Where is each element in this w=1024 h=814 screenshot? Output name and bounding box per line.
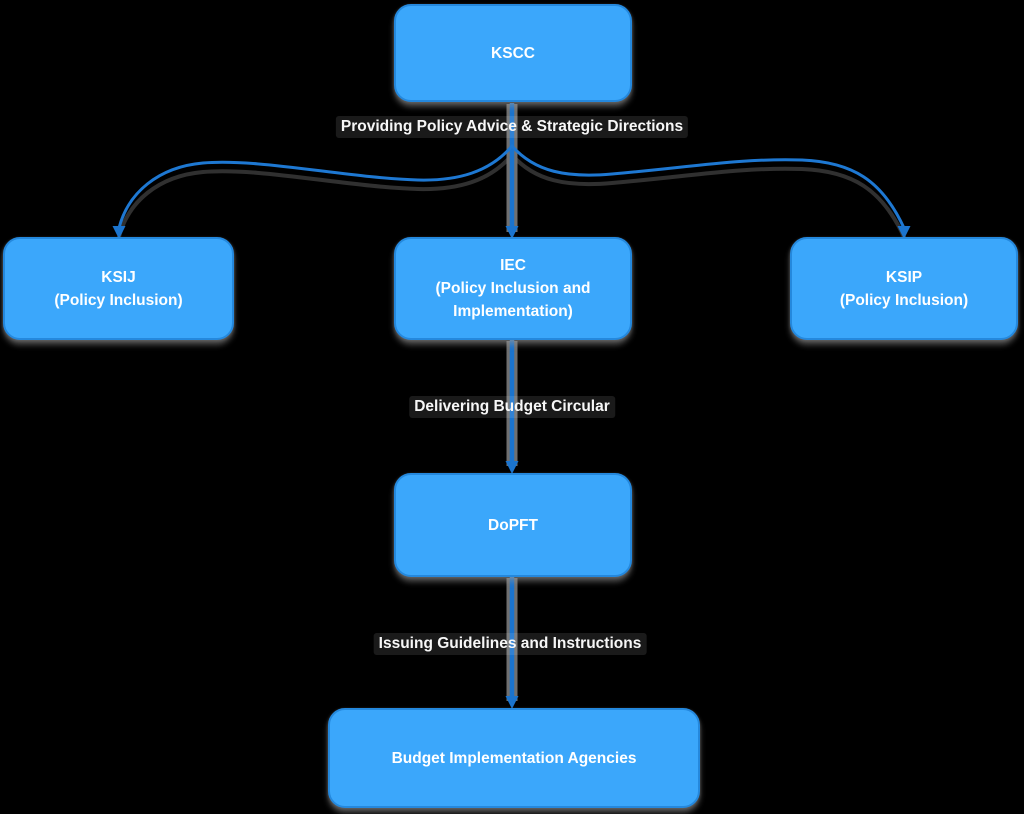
node-bia[interactable]: Budget Implementation Agencies — [328, 708, 700, 808]
edge-shadow-left — [117, 153, 514, 239]
node-ksij-sublabel: (Policy Inclusion) — [54, 291, 183, 309]
node-dopft[interactable]: DoPFT — [394, 473, 632, 577]
node-kscc-label: KSCC — [491, 44, 535, 62]
edge-label-budget-circular: Delivering Budget Circular — [409, 396, 615, 418]
arrowhead-iec — [505, 226, 519, 239]
node-ksip-sublabel: (Policy Inclusion) — [839, 291, 969, 309]
node-ksij[interactable]: KSIJ (Policy Inclusion) — [3, 237, 234, 340]
arrowhead-ksij — [112, 226, 126, 239]
node-ksij-label: KSIJ — [101, 268, 136, 286]
node-dopft-label: DoPFT — [488, 516, 538, 534]
node-iec-sublabel: (Policy Inclusion and Implementation) — [435, 280, 591, 320]
arrowhead-dopft — [505, 461, 519, 474]
edge-label-guidelines: Issuing Guidelines and Instructions — [373, 633, 647, 655]
arrowhead-bia — [505, 696, 519, 709]
node-bia-label: Budget Implementation Agencies — [391, 749, 637, 767]
node-ksip[interactable]: KSIP (Policy Inclusion) — [790, 237, 1018, 340]
node-iec[interactable]: IEC (Policy Inclusion and Implementation… — [394, 237, 632, 340]
edge-kscc-ksij — [117, 144, 514, 230]
node-ksip-label: KSIP — [885, 268, 923, 286]
node-iec-label: IEC — [500, 257, 526, 274]
edge-kscc-ksip — [510, 144, 906, 230]
edge-shadow-right — [510, 153, 906, 239]
edge-label-policy-advice: Providing Policy Advice & Strategic Dire… — [335, 116, 689, 138]
arrowhead-ksip — [897, 226, 911, 239]
node-kscc[interactable]: KSCC — [394, 4, 632, 102]
